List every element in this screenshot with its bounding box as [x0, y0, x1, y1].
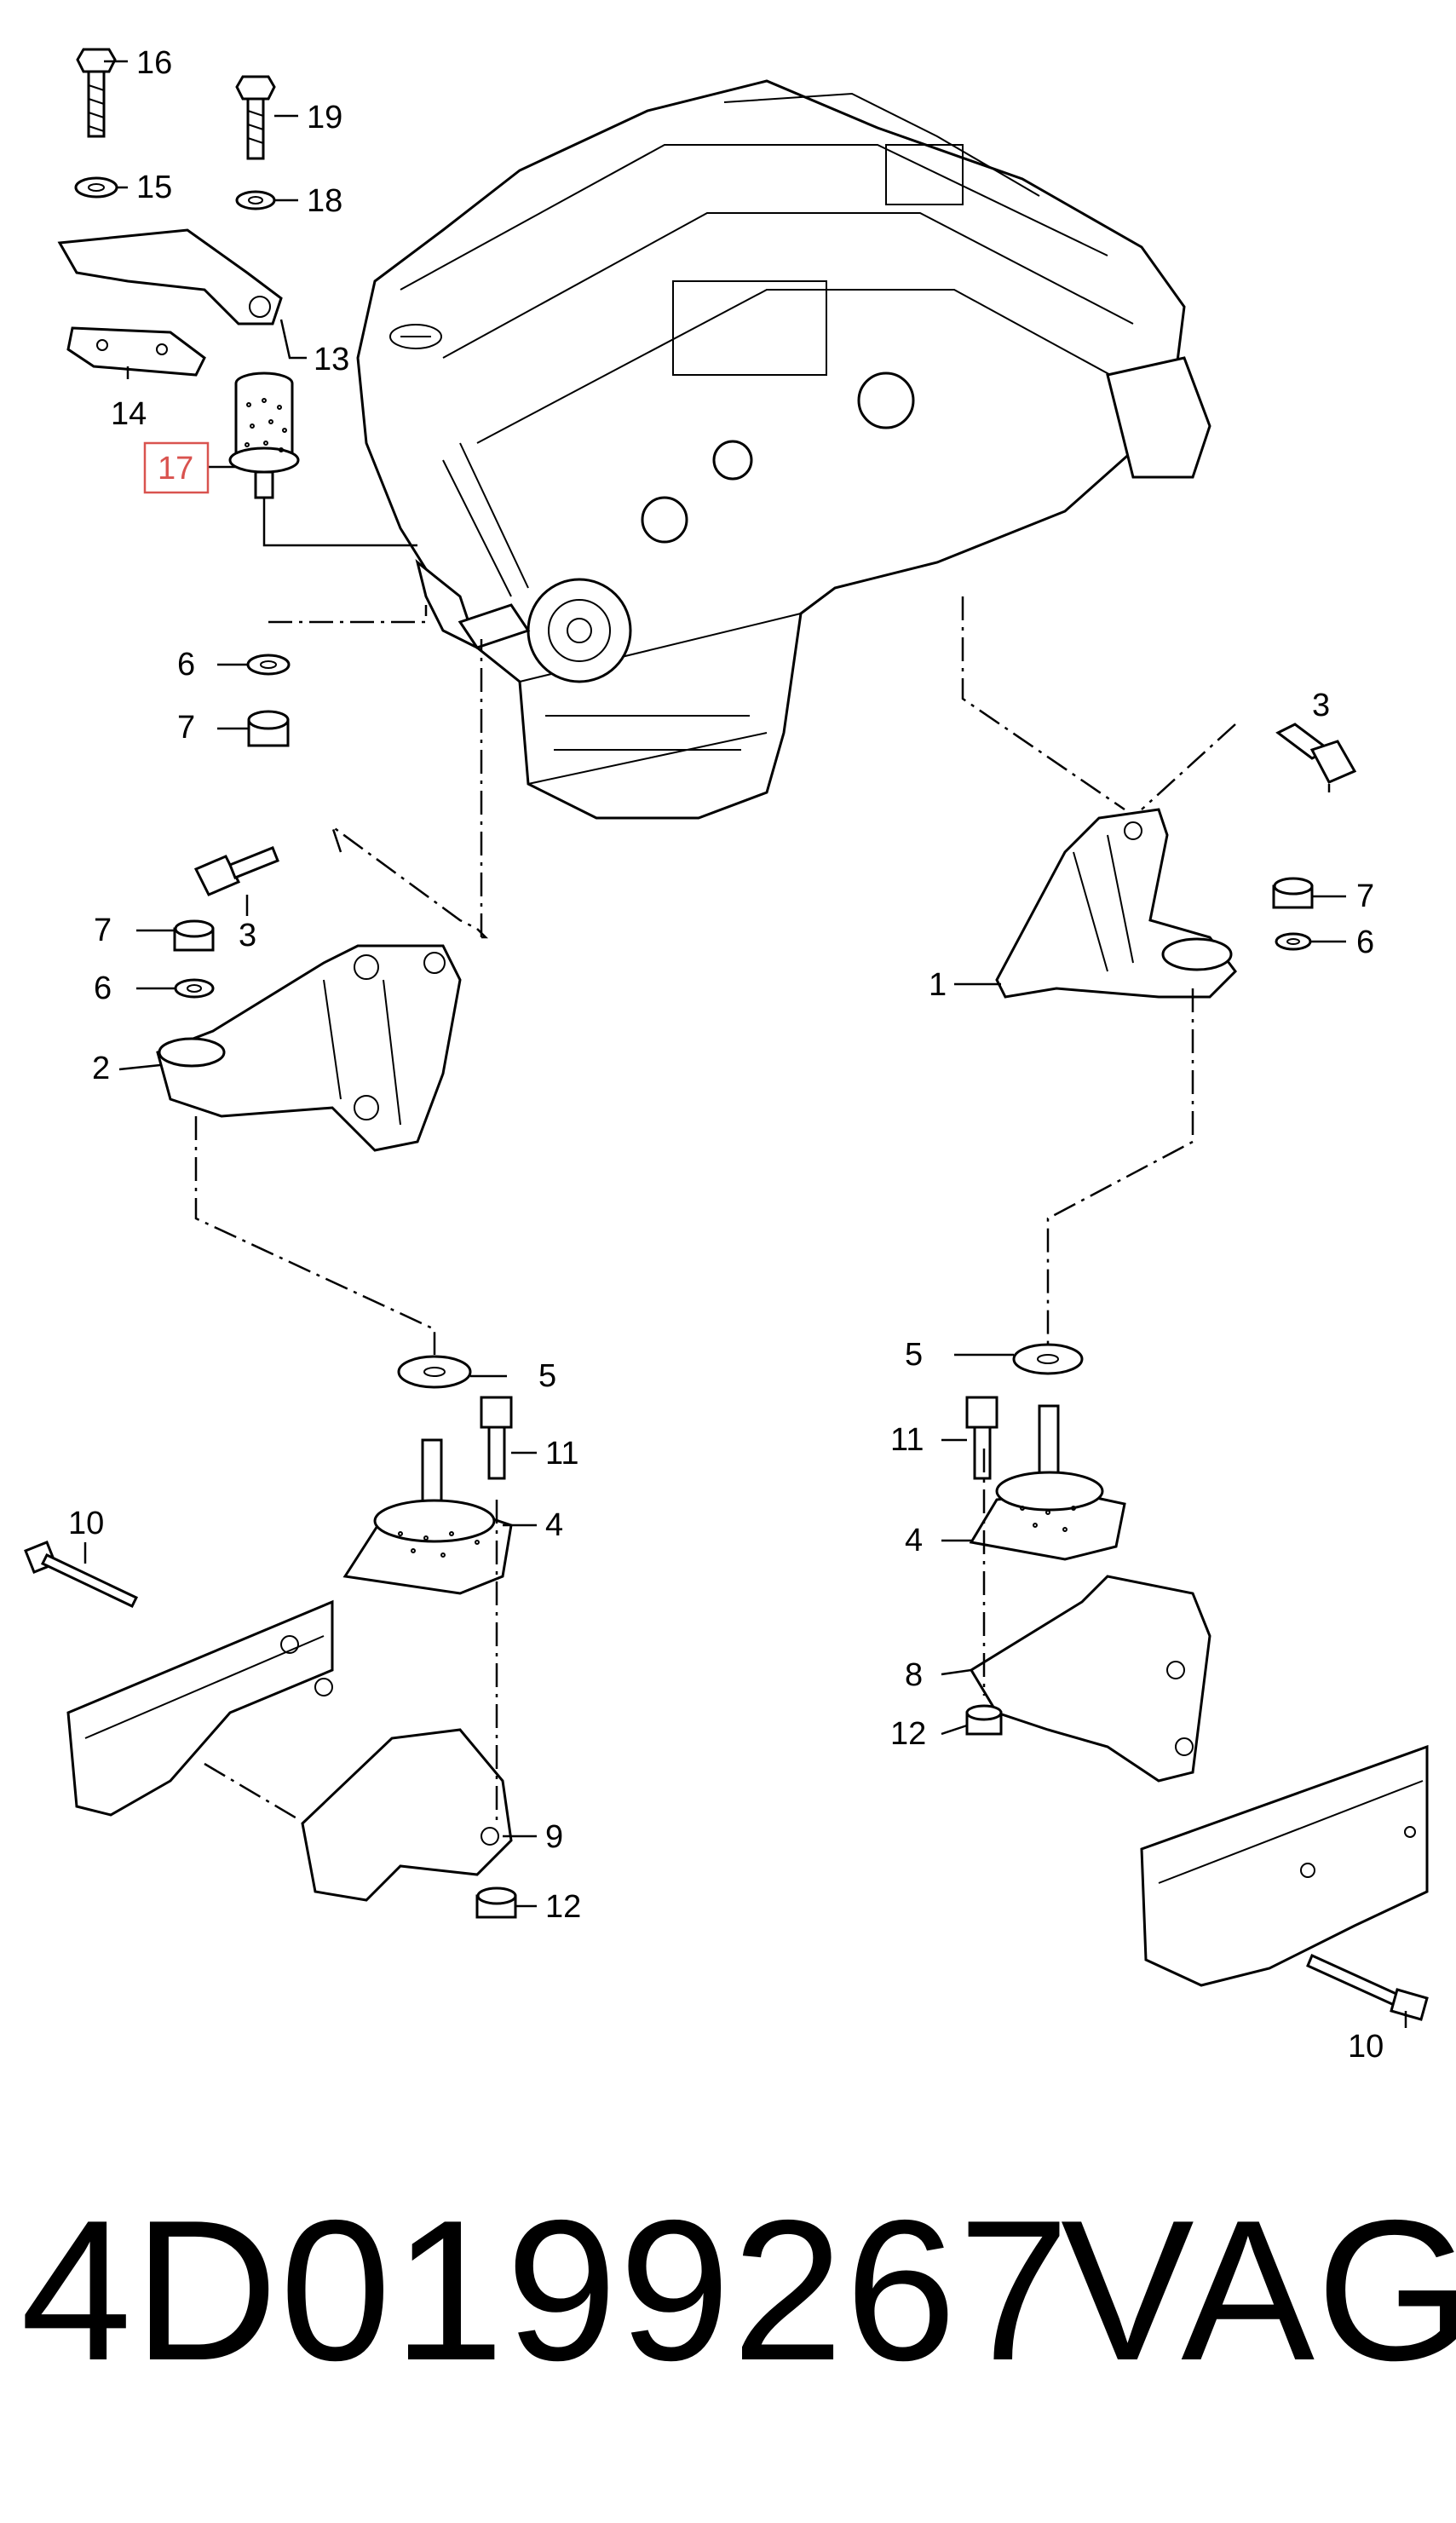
callout-6-upper: 6 [177, 647, 195, 683]
callout-5-left: 5 [538, 1358, 556, 1394]
callout-11-left: 11 [545, 1436, 578, 1472]
engine-mount-4-right [969, 1404, 1126, 1561]
nut-12-left [475, 1886, 517, 1919]
callout-7-upper: 7 [177, 710, 195, 746]
engine-block [356, 79, 1211, 820]
callout-7-right: 7 [1356, 878, 1374, 914]
callout-7-left: 7 [94, 913, 112, 948]
bracket-8 [969, 1575, 1211, 1783]
leader-lines [83, 60, 1407, 2028]
bolt-10-right [1306, 1953, 1429, 2021]
plate-14 [66, 326, 206, 377]
crossmember-left [66, 1599, 334, 1817]
bolt-11-right [965, 1396, 998, 1480]
callout-8: 8 [905, 1657, 923, 1693]
callout-6-left: 6 [94, 971, 112, 1006]
callout-18: 18 [307, 183, 342, 219]
bracket-9 [301, 1728, 513, 1902]
callout-13: 13 [314, 342, 349, 377]
callout-11-right: 11 [890, 1422, 924, 1458]
washer-6-right [1275, 932, 1312, 951]
callout-15: 15 [136, 170, 172, 205]
bolt-11-left [480, 1396, 513, 1480]
callout-4-right: 4 [905, 1523, 923, 1558]
bolt-3-left [193, 846, 279, 896]
callout-3-right: 3 [1312, 688, 1330, 723]
callout-19: 19 [307, 100, 342, 135]
callout-14: 14 [111, 396, 147, 432]
washer-5-right [1012, 1343, 1084, 1375]
callout-highlight [143, 441, 210, 494]
bracket-2 [156, 944, 462, 1152]
callout-6-right: 6 [1356, 925, 1374, 960]
callout-17: 17 [158, 451, 193, 487]
washer-6-left [174, 978, 215, 999]
nut-7-left [173, 919, 215, 952]
bolt-3-right [1275, 723, 1357, 784]
washer-6-upper [246, 654, 291, 676]
washer-5-left [397, 1355, 472, 1389]
callout-3-left: 3 [239, 918, 256, 953]
bolt-16 [76, 48, 117, 138]
callout-16: 16 [136, 45, 172, 81]
bolt-19 [235, 75, 276, 160]
bolt-10-left [24, 1541, 139, 1608]
bracket-1 [995, 808, 1237, 999]
part-number: 4D0199267 [20, 2178, 1072, 2402]
damper-17 [228, 372, 300, 499]
callout-10-left: 10 [68, 1506, 104, 1541]
callout-12-left: 12 [545, 1889, 581, 1925]
nut-7-right [1272, 877, 1314, 909]
callout-4-left: 4 [545, 1507, 563, 1543]
washer-18 [235, 190, 276, 210]
nut-7-upper [247, 710, 290, 747]
nut-12-right [965, 1704, 1003, 1736]
callout-1: 1 [929, 967, 947, 1003]
callout-9: 9 [545, 1819, 563, 1855]
bracket-13 [57, 228, 283, 325]
brand-name: VAG [1061, 2178, 1456, 2402]
callout-2: 2 [92, 1051, 110, 1086]
crossmember-right [1140, 1744, 1429, 1987]
callout-5-right: 5 [905, 1337, 923, 1373]
washer-15 [74, 176, 118, 199]
callout-12-right: 12 [890, 1716, 926, 1752]
engine-mount-4-left [342, 1438, 513, 1595]
callout-labels: 16 15 19 18 13 14 17 6 7 3 7 6 2 3 7 6 1… [68, 45, 1384, 2065]
callout-10-right: 10 [1348, 2029, 1384, 2065]
